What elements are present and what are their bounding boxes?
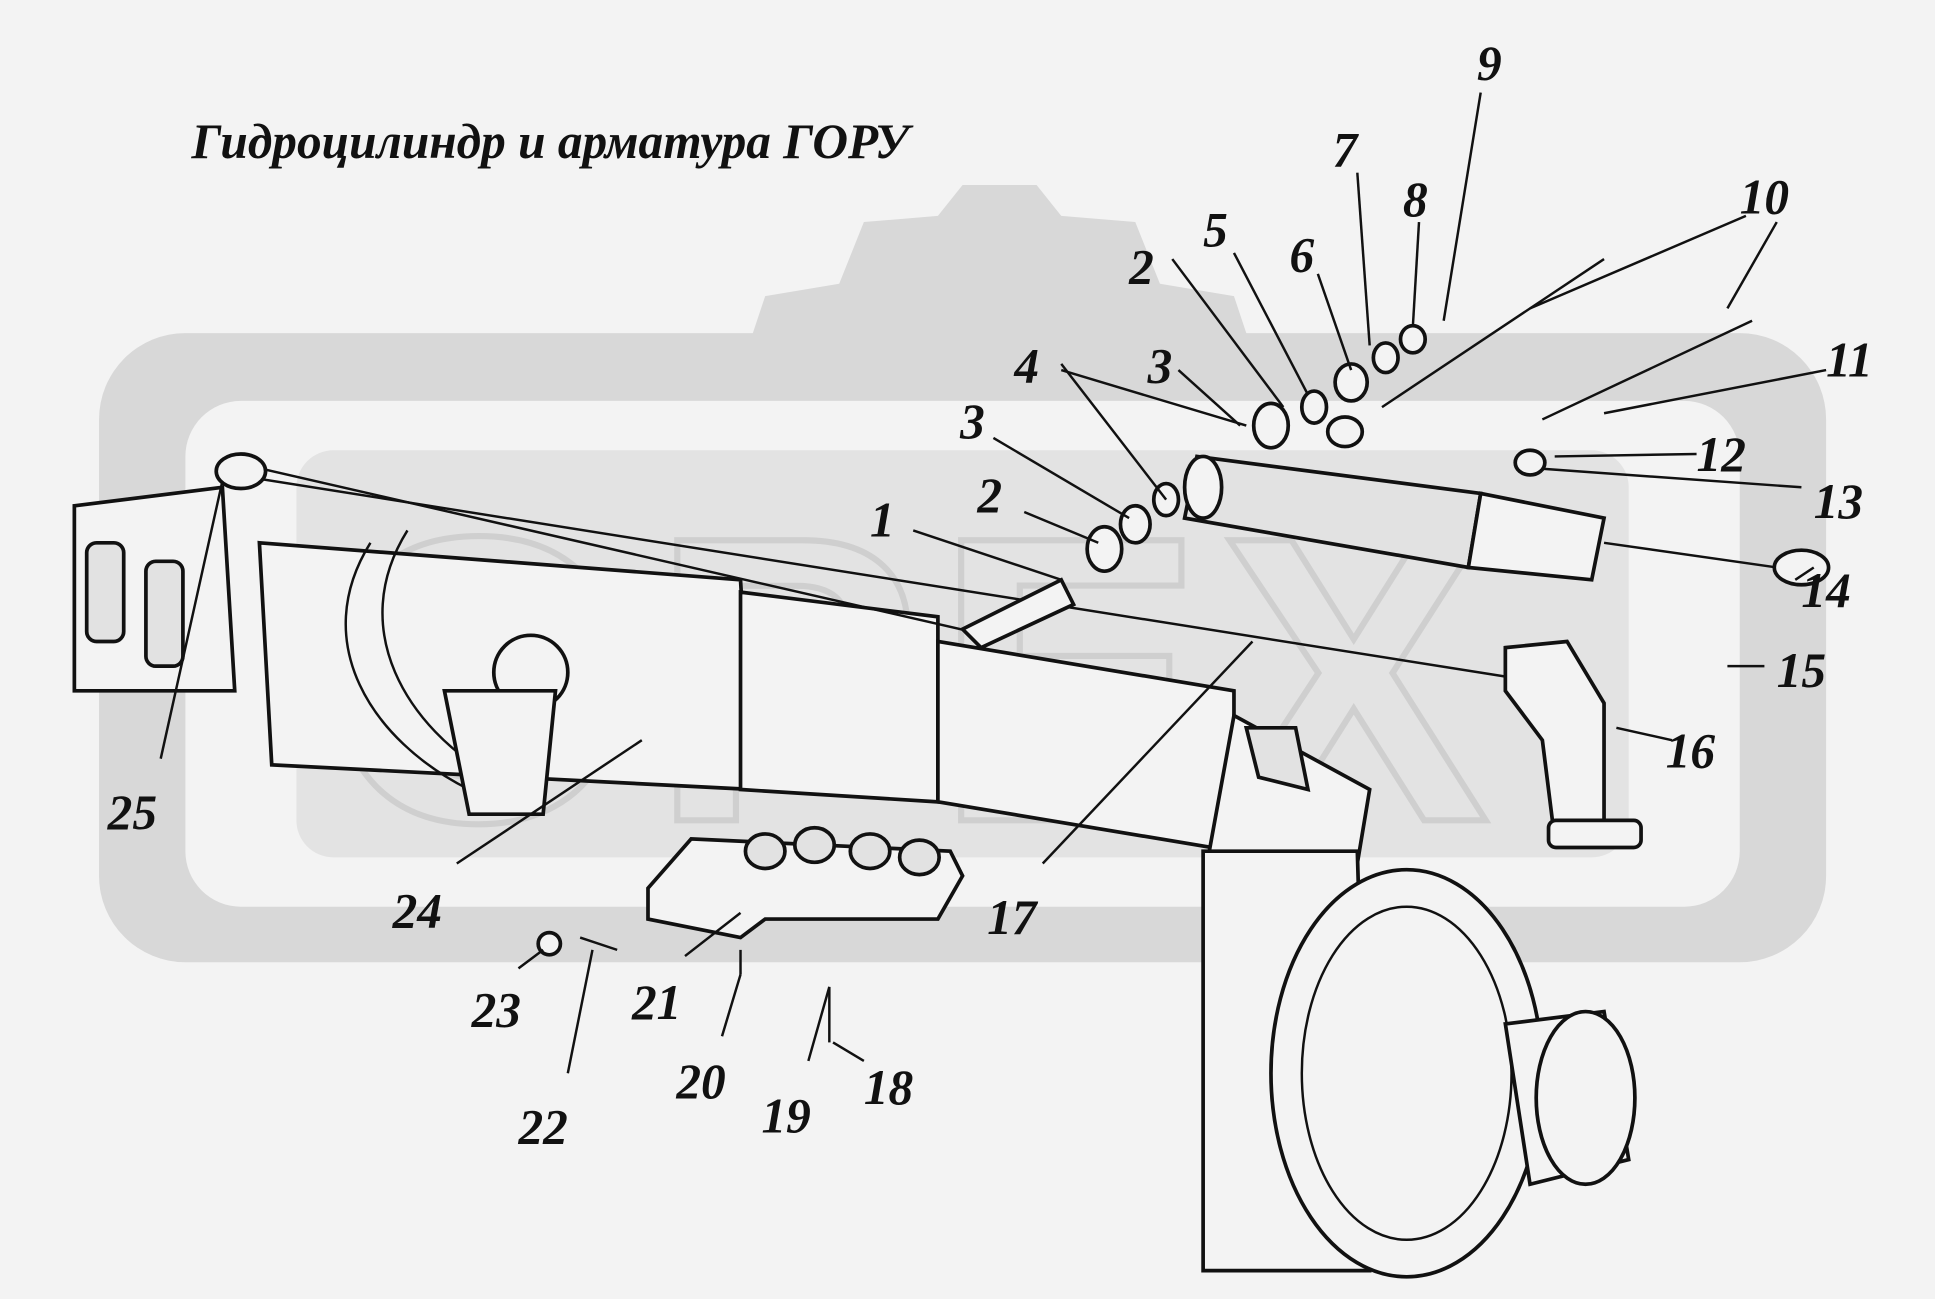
- callout-6: 6: [1289, 227, 1314, 282]
- callout-13: 13: [1814, 474, 1863, 529]
- callout-25: 25: [107, 785, 157, 840]
- callout-3a: 3: [959, 394, 985, 449]
- callout-17: 17: [987, 890, 1039, 945]
- callout-12: 12: [1697, 427, 1746, 482]
- callout-16: 16: [1666, 723, 1716, 778]
- callout-8: 8: [1403, 172, 1428, 227]
- washers-drawing: [1085, 323, 1428, 574]
- tie-rod-drawing: [214, 452, 1643, 850]
- callout-10: 10: [1740, 169, 1789, 224]
- callout-22: 22: [517, 1100, 567, 1155]
- callout-2b: 2: [1128, 240, 1154, 295]
- callout-19: 19: [761, 1088, 810, 1143]
- bracket-plate-drawing: [536, 825, 965, 1043]
- axle-housing-drawing: [72, 485, 1372, 866]
- callout-3b: 3: [1147, 338, 1173, 393]
- callout-9: 9: [1477, 36, 1502, 91]
- callout-4: 4: [1013, 338, 1039, 393]
- callout-14: 14: [1801, 563, 1850, 618]
- callout-1: 1: [870, 493, 895, 548]
- hydraulic-cylinder-drawing: [959, 258, 1831, 650]
- callout-5: 5: [1203, 203, 1228, 258]
- callout-2a: 2: [976, 468, 1002, 523]
- callout-15: 15: [1777, 643, 1826, 698]
- callout-23: 23: [471, 982, 521, 1037]
- diagram-title: Гидроцилиндр и арматура ГОРУ: [191, 114, 914, 169]
- callout-24: 24: [392, 884, 442, 939]
- callout-18: 18: [864, 1060, 913, 1115]
- callout-21: 21: [631, 975, 681, 1030]
- leader-lines: [159, 92, 1827, 1074]
- callout-7: 7: [1333, 123, 1360, 178]
- callout-20: 20: [675, 1054, 725, 1109]
- callout-11: 11: [1826, 332, 1873, 387]
- callouts: 1 2 2 3 3 4 5 6 7 8 9 10 11 12 13 14 15 …: [107, 36, 1873, 1154]
- wheel-hub-drawing: [1201, 849, 1637, 1279]
